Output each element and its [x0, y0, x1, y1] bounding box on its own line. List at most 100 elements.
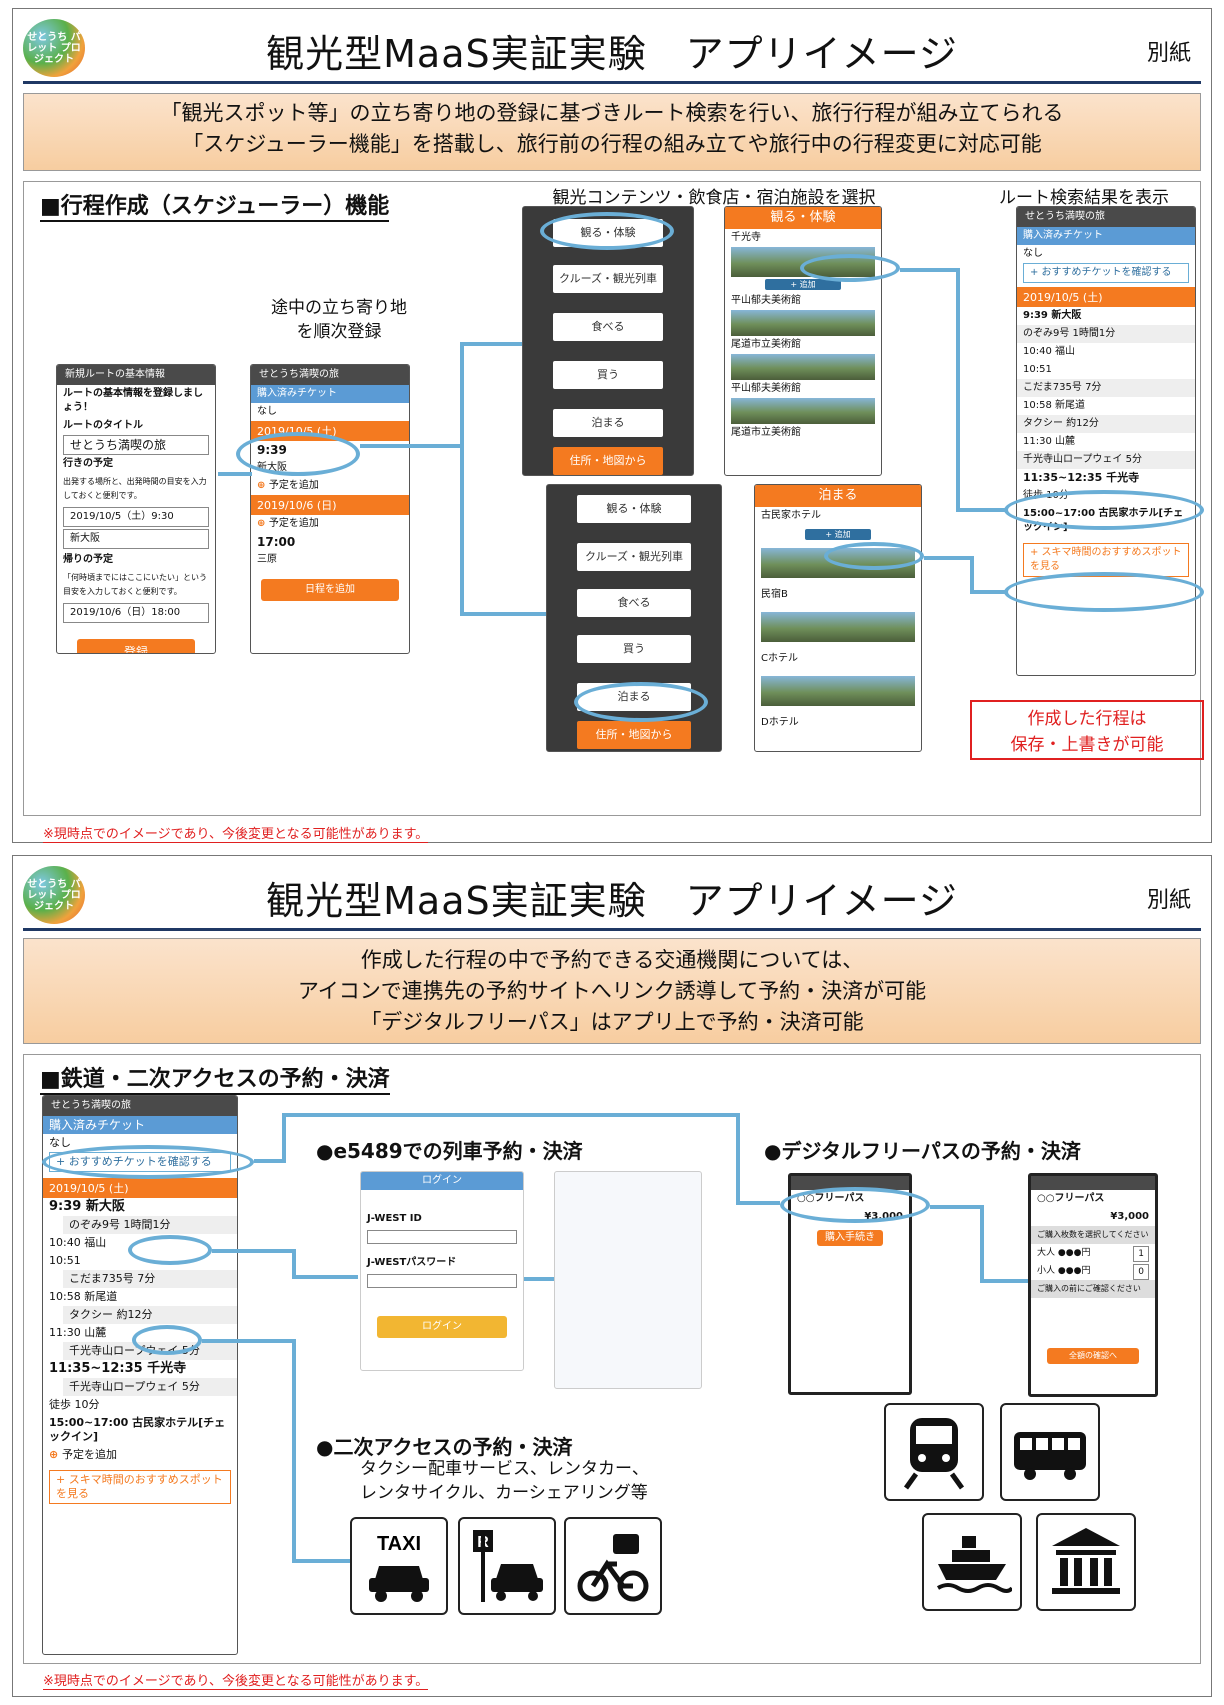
flow-arrow [460, 612, 546, 616]
route-phone: せとうち満喫の旅 購入済みチケット なし + おすすめチケットを確認する 201… [42, 1095, 238, 1655]
save-note-box: 作成した行程は 保存・上書きが可能 [970, 700, 1204, 760]
highlight-ring [800, 254, 900, 282]
divider [23, 81, 1201, 84]
menu-shop[interactable]: 買う [553, 361, 663, 389]
jwest-password-input[interactable] [367, 1274, 517, 1288]
see-experience-phone: 観る・体験 千光寺 + 追加 平山郁夫美術館 尾道市立美術館 平山郁夫美術館 尾… [724, 206, 882, 476]
buy-button[interactable]: 購入手続き [817, 1230, 883, 1246]
menu-eat[interactable]: 食べる [553, 313, 663, 341]
flow-arrow [202, 1339, 294, 1343]
flow-arrow [292, 1339, 296, 1561]
scheduler-panel: ■行程作成（スケジューラー）機能 途中の立ち寄り地 を順次登録 観光コンテンツ・… [23, 181, 1204, 816]
add-plan-button-2[interactable]: ⊕ 予定を追加 [257, 518, 319, 529]
bus-icon[interactable] [1000, 1403, 1100, 1501]
stay-phone: 泊まる 古民家ホテル + 追加 民宿B Cホテル Dホテル [754, 484, 922, 752]
menu-cruise[interactable]: クルーズ・観光列車 [553, 265, 663, 293]
ship-icon[interactable] [922, 1513, 1022, 1611]
page-title: 観光型MaaS実証実験 アプリイメージ [266, 879, 958, 923]
flow-arrow [218, 472, 252, 476]
menu-stay[interactable]: 泊まる [553, 409, 663, 437]
flow-arrow [900, 268, 960, 272]
highlight-ring [540, 212, 674, 250]
add-plan-button[interactable]: ⊕ 予定を追加 [257, 480, 319, 491]
flow-arrow [292, 1275, 358, 1279]
rental-car-icon[interactable]: R [458, 1517, 556, 1615]
highlight-ring [780, 1187, 930, 1223]
category-menu-phone-2: 観る・体験 クルーズ・観光列車 食べる 買う 泊まる 住所・地図から [546, 484, 722, 752]
highlight-ring [42, 1145, 254, 1179]
jwest-id-input[interactable] [367, 1230, 517, 1244]
e5489-heading: ●e5489での列車予約・決済 [316, 1139, 583, 1163]
add-schedule-button[interactable]: 日程を追加 [261, 579, 399, 601]
add-plan-button[interactable]: ⊕ 予定を追加 [49, 1448, 118, 1461]
route-title-field[interactable]: せとうち満喫の旅 [63, 435, 209, 455]
museum-icon[interactable] [1036, 1513, 1136, 1611]
highlight-ring [1004, 572, 1204, 612]
flow-arrow [980, 1279, 1028, 1283]
page-1: せとうち パレット プロジェクト 観光型MaaS実証実験 アプリイメージ 別紙 … [12, 8, 1212, 843]
flow-arrow [970, 556, 974, 592]
spots-link[interactable]: + スキマ時間のおすすめスポットを見る [49, 1470, 231, 1504]
login-button[interactable]: ログイン [377, 1316, 507, 1338]
summary-banner: 「観光スポット等」の立ち寄り地の登録に基づきルート検索を行い、旅行行程が組み立て… [23, 93, 1201, 171]
route-phone: せとうち満喫の旅 購入済みチケット なし 2019/10/5 (土) 9:39 … [250, 364, 410, 654]
disclaimer: ※現時点でのイメージであり、今後変更となる可能性があります。 [43, 1670, 429, 1690]
flow-arrow [736, 1113, 740, 1203]
flow-arrow [736, 1201, 780, 1205]
setouchi-palette-logo: せとうち パレット プロジェクト [23, 19, 85, 77]
return-date-select[interactable]: 2019/10/6（日）18:00 [63, 603, 209, 623]
flow-arrow [956, 508, 1006, 512]
taxi-icon[interactable]: TAXI [350, 1517, 448, 1615]
section-heading: ■鉄道・二次アクセスの予約・決済 [40, 1061, 390, 1095]
label-select: 観光コンテンツ・飲食店・宿泊施設を選択 [552, 188, 876, 208]
flow-arrow [956, 268, 960, 510]
flow-arrow [292, 1249, 296, 1277]
jwest-login-screen: ログイン J-WEST ID J-WESTパスワード ログイン [360, 1171, 524, 1371]
add-hotel-button[interactable]: + 追加 [805, 529, 871, 540]
highlight-ring [132, 1325, 202, 1355]
departure-place-field[interactable]: 新大阪 [63, 529, 209, 549]
register-button[interactable]: 登録 [77, 639, 195, 653]
adult-qty-select[interactable]: 1 [1133, 1246, 1149, 1262]
label-result: ルート検索結果を表示 [999, 188, 1169, 208]
flow-arrow [980, 1205, 984, 1281]
flow-arrow [282, 1113, 740, 1117]
divider [23, 928, 1201, 931]
svg-text:TAXI: TAXI [377, 1533, 421, 1555]
e5489-booking-screen [554, 1171, 702, 1389]
recommend-ticket-link[interactable]: + おすすめチケットを確認する [1023, 263, 1189, 283]
highlight-ring [1004, 490, 1204, 530]
flow-arrow [524, 1277, 554, 1281]
add-button[interactable]: + 追加 [765, 279, 841, 290]
child-qty-select[interactable]: 0 [1133, 1264, 1149, 1280]
free-pass-detail-phone: ○○フリーパス ¥3,000 ご購入枚数を選択してください 大人 ●●●円 1 … [1028, 1173, 1158, 1397]
departure-date-select[interactable]: 2019/10/5（土）9:30 [63, 507, 209, 527]
disclaimer: ※現時点でのイメージであり、今後変更となる可能性があります。 [43, 823, 429, 843]
confirm-amount-button[interactable]: 全額の確認へ [1047, 1348, 1139, 1364]
section-heading: ■行程作成（スケジューラー）機能 [40, 188, 390, 222]
flow-arrow [360, 444, 460, 448]
train-icon[interactable] [884, 1403, 984, 1501]
menu-address[interactable]: 住所・地図から [553, 447, 663, 475]
flow-arrow [970, 590, 1006, 594]
secondary-access-heading: ●二次アクセスの予約・決済 [316, 1435, 573, 1459]
secondary-access-desc: タクシー配車サービス、レンタカー、 レンタサイクル、カーシェアリング等 [360, 1459, 649, 1503]
flow-arrow [460, 342, 522, 346]
bike-share-icon[interactable] [564, 1517, 662, 1615]
highlight-ring [236, 432, 360, 476]
flow-arrow [460, 342, 464, 612]
flow-arrow [254, 1159, 284, 1163]
flow-arrow [924, 556, 974, 560]
flow-arrow [930, 1205, 984, 1209]
attachment-label: 別紙 [1146, 888, 1191, 913]
page-2: せとうち パレット プロジェクト 観光型MaaS実証実験 アプリイメージ 別紙 … [12, 855, 1212, 1697]
highlight-ring [824, 542, 924, 570]
label-stopover: 途中の立ち寄り地 を順次登録 [271, 298, 407, 342]
highlight-ring [574, 682, 708, 722]
summary-banner: 作成した行程の中で予約できる交通機関については、 アイコンで連携先の予約サイトへ… [23, 938, 1201, 1044]
attachment-label: 別紙 [1146, 41, 1191, 66]
flow-arrow [212, 1249, 294, 1253]
reservation-panel: ■鉄道・二次アクセスの予約・決済 せとうち満喫の旅 購入済みチケット なし + … [23, 1054, 1201, 1664]
page-title: 観光型MaaS実証実験 アプリイメージ [266, 32, 958, 76]
highlight-ring [128, 1235, 212, 1265]
